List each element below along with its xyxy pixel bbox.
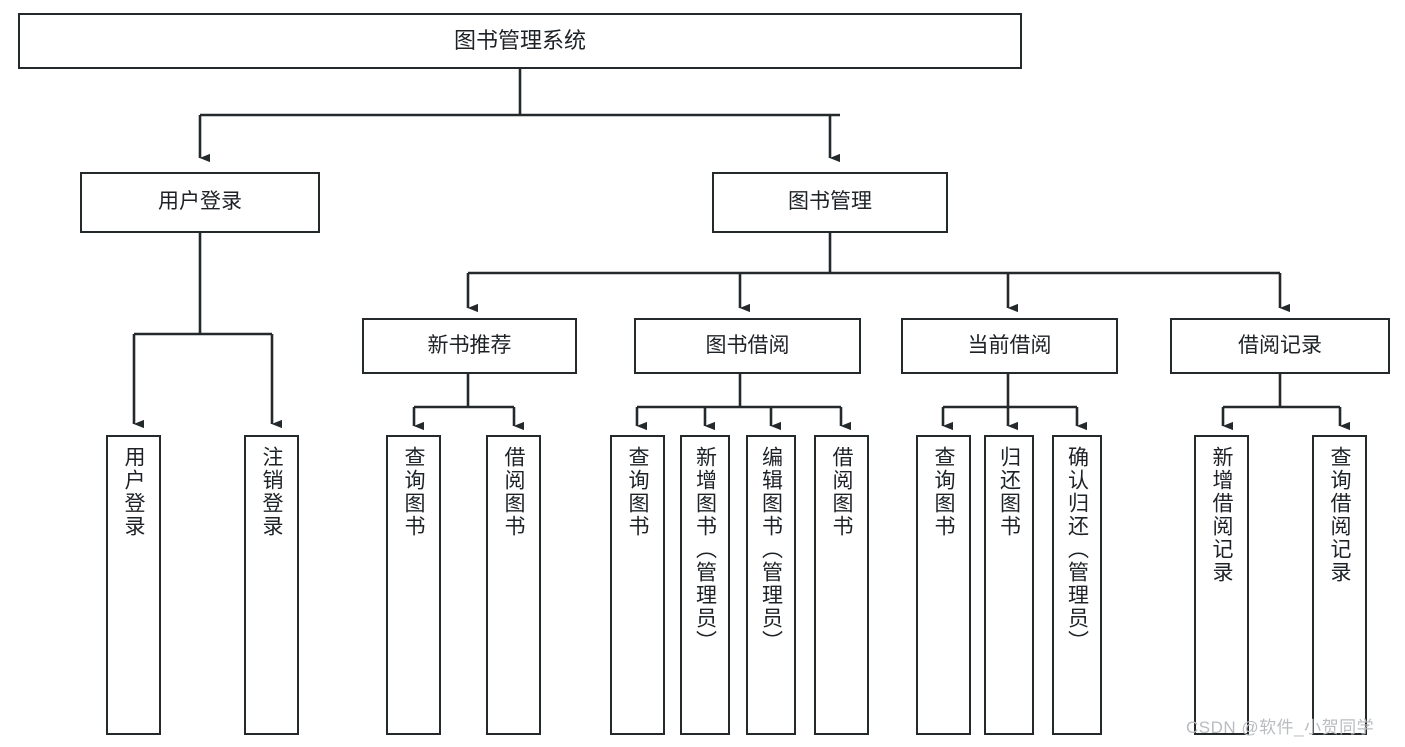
node-leaf-confirm-return-admin[interactable]: 确认归还（管理员） (1052, 435, 1102, 735)
node-leaf-query-book-1[interactable]: 查询图书 (386, 435, 441, 735)
node-leaf-borrow-book-2[interactable]: 借阅图书 (814, 435, 869, 735)
node-current-borrow-label: 当前借阅 (967, 333, 1052, 357)
edge-root-to-level2 (198, 69, 841, 163)
node-book-borrow[interactable]: 图书借阅 (634, 318, 861, 374)
node-leaf-borrow-book-2-label: 借阅图书 (830, 446, 853, 538)
node-leaf-return-book[interactable]: 归还图书 (984, 435, 1034, 735)
node-leaf-add-book-admin[interactable]: 新增图书（管理员） (680, 435, 730, 735)
node-new-book-recommend[interactable]: 新书推荐 (362, 318, 577, 374)
node-leaf-query-borrow-record-label: 查询借阅记录 (1328, 446, 1351, 584)
node-book-manage-label: 图书管理 (788, 190, 872, 214)
node-leaf-query-book-2[interactable]: 查询图书 (610, 435, 665, 735)
node-leaf-return-book-label: 归还图书 (997, 446, 1021, 538)
node-leaf-logout-login-label: 注销登录 (260, 446, 283, 538)
node-leaf-borrow-book-1-label: 借阅图书 (502, 446, 525, 538)
node-root-system[interactable]: 图书管理系统 (18, 13, 1022, 69)
csdn-watermark: CSDN @软件_小贺同学 (1186, 718, 1375, 737)
node-leaf-query-book-2-label: 查询图书 (626, 446, 649, 538)
node-root-system-label: 图书管理系统 (453, 28, 586, 54)
node-book-manage[interactable]: 图书管理 (712, 172, 948, 233)
node-leaf-add-borrow-record-label: 新增借阅记录 (1210, 446, 1233, 584)
node-leaf-query-book-3[interactable]: 查询图书 (916, 435, 971, 735)
node-leaf-borrow-book-1[interactable]: 借阅图书 (486, 435, 541, 735)
node-leaf-user-login-label: 用户登录 (122, 446, 145, 538)
node-borrow-record[interactable]: 借阅记录 (1170, 318, 1390, 374)
edge-book-manage-to-level3 (466, 233, 1291, 313)
node-leaf-user-login[interactable]: 用户登录 (106, 435, 161, 735)
node-leaf-edit-book-admin-label: 编辑图书（管理员） (759, 446, 783, 653)
node-leaf-edit-book-admin[interactable]: 编辑图书（管理员） (746, 435, 796, 735)
node-leaf-add-book-admin-label: 新增图书（管理员） (693, 446, 717, 653)
node-leaf-query-book-1-label: 查询图书 (402, 446, 425, 538)
node-borrow-record-label: 借阅记录 (1238, 333, 1322, 357)
edge-borrow-record-to-leaves (1221, 374, 1351, 431)
node-new-book-recommend-label: 新书推荐 (427, 333, 512, 357)
node-leaf-add-borrow-record[interactable]: 新增借阅记录 (1194, 435, 1249, 735)
node-leaf-confirm-return-admin-label: 确认归还（管理员） (1065, 446, 1089, 653)
edge-new-book-recommend-to-leaves (412, 374, 525, 431)
node-user-login-label: 用户登录 (158, 190, 242, 214)
node-leaf-query-book-3-label: 查询图书 (932, 446, 955, 538)
node-leaf-logout-login[interactable]: 注销登录 (244, 435, 299, 735)
edge-user-login-to-leaves (132, 233, 283, 429)
node-current-borrow[interactable]: 当前借阅 (901, 318, 1118, 374)
edge-current-borrow-to-leaves (941, 374, 1088, 431)
node-user-login[interactable]: 用户登录 (80, 172, 320, 233)
edge-book-borrow-to-leaves (635, 374, 852, 431)
node-leaf-query-borrow-record[interactable]: 查询借阅记录 (1312, 435, 1367, 735)
node-book-borrow-label: 图书借阅 (705, 333, 790, 357)
